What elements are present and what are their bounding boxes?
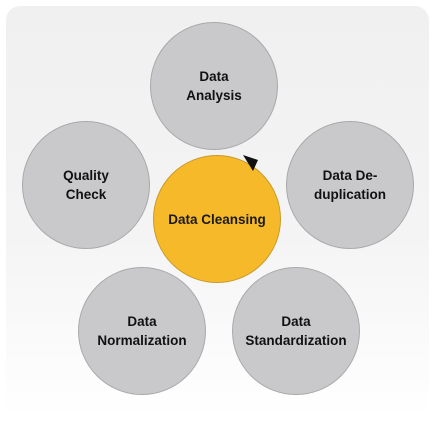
node-label: Data De- duplication [314,168,386,202]
node-data-standardization: Data Standardization [232,267,360,395]
node-label: Data Standardization [245,314,347,348]
node-label: Data Normalization [97,314,187,348]
node-quality-check: Quality Check [22,121,150,249]
node-data-normalization: Data Normalization [78,267,206,395]
node-data-cleansing-center: Data Cleansing [153,155,281,283]
node-data-deduplication: Data De- duplication [286,121,414,249]
center-label: Data Cleansing [168,211,266,227]
node-data-analysis: Data Analysis [150,22,278,150]
cycle-arrow-icon [243,155,258,171]
node-label: Quality Check [63,168,109,202]
node-label: Data Analysis [186,69,242,103]
